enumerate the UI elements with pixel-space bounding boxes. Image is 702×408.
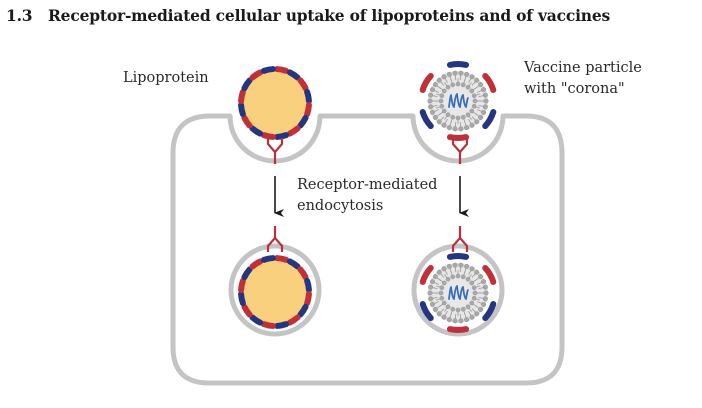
apoprotein-segment (274, 132, 290, 140)
corona-protein (446, 326, 470, 333)
apoprotein-segment (274, 321, 290, 329)
apoprotein-segment (249, 314, 264, 326)
receptor-top-right (451, 138, 469, 164)
corona-protein (419, 109, 434, 130)
lipoprotein-top (238, 66, 312, 140)
mrna-strand (448, 93, 469, 108)
corona-protein (482, 264, 497, 285)
lipoprotein-label: Lipoprotein (123, 70, 209, 86)
apoprotein-segment (249, 69, 264, 81)
vaccine-particle-top (419, 61, 497, 141)
lipid-core (241, 69, 309, 137)
apoprotein-segment (238, 291, 246, 307)
apoprotein-segment (274, 66, 290, 74)
endosome-left (228, 243, 322, 337)
receptor-bottom-left (266, 226, 284, 252)
corona-protein (446, 61, 470, 68)
apoprotein-segment (249, 258, 264, 270)
apoprotein-segment (304, 291, 312, 307)
apoprotein-segment (238, 277, 246, 293)
corona-protein (419, 264, 434, 285)
vaccine-label-line2: with "corona" (524, 81, 625, 97)
apoprotein-segment (260, 255, 276, 263)
apoprotein-segment (238, 88, 246, 104)
apoprotein-segment (260, 66, 276, 74)
apoprotein-segment (304, 88, 312, 104)
receptor-bottom-right (451, 226, 469, 252)
receptor-top-left (266, 138, 284, 164)
apoprotein-segment (260, 321, 276, 329)
apoprotein-segment (241, 303, 253, 318)
apoprotein-segment (297, 266, 309, 281)
endosome-right (411, 243, 505, 337)
process-label-line1: Receptor-mediated (297, 177, 438, 193)
apoprotein-segment (297, 77, 309, 92)
corona-protein (482, 109, 497, 130)
figure-number: 1.3 (6, 6, 33, 25)
apoprotein-segment (304, 277, 312, 293)
apoprotein-segment (274, 255, 290, 263)
apoprotein-segment (286, 69, 301, 81)
lipoprotein-bottom (238, 255, 312, 329)
apoprotein-segment (297, 114, 309, 129)
lipid-core (241, 258, 309, 326)
apoprotein-segment (286, 314, 301, 326)
figure-title: 1.3 Receptor-mediated cellular uptake of … (0, 6, 610, 25)
corona-protein (482, 301, 497, 322)
apoprotein-segment (260, 132, 276, 140)
corona-protein (446, 134, 470, 141)
corona-protein (482, 72, 497, 93)
apoprotein-segment (241, 266, 253, 281)
apoprotein-segment (297, 303, 309, 318)
apoprotein-segment (241, 114, 253, 129)
apoprotein-segment (249, 125, 264, 137)
apoprotein-segment (286, 258, 301, 270)
process-label-line2: endocytosis (297, 198, 384, 214)
apoprotein-segment (286, 125, 301, 137)
corona-protein (419, 301, 434, 322)
cell-membrane (170, 113, 565, 386)
corona-protein (446, 253, 470, 260)
vaccine-label-line1: Vaccine particle (524, 60, 642, 76)
vaccine-particle-bottom (419, 253, 497, 333)
corona-protein (419, 72, 434, 93)
mrna-strand (448, 285, 469, 300)
apoprotein-segment (241, 77, 253, 92)
figure-caption: Receptor-mediated cellular uptake of lip… (48, 6, 611, 25)
apoprotein-segment (238, 102, 246, 118)
apoprotein-segment (304, 102, 312, 118)
